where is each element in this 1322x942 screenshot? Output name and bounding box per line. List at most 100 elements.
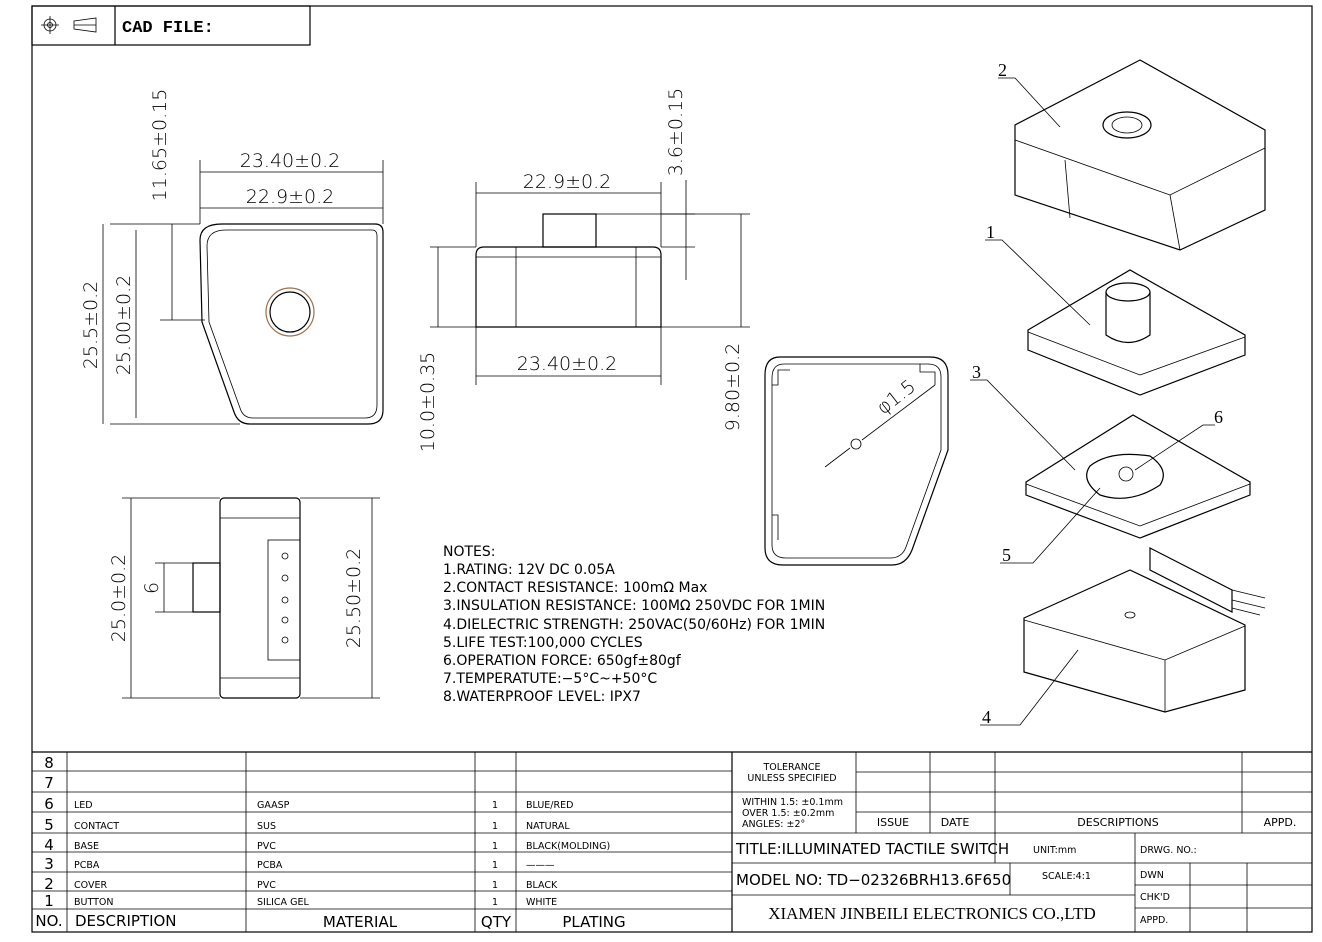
notes-title: NOTES:	[443, 544, 496, 560]
bom-material: SILICA GEL	[257, 897, 309, 908]
note-item: 4.DIELECTRIC STRENGTH: 250VAC(50/60Hz) F…	[443, 617, 825, 633]
exploded-view: 2 1 3 6 5 4	[970, 59, 1266, 727]
chkd-label: CHK'D	[1140, 892, 1170, 903]
part-base	[1023, 547, 1266, 713]
bottom-view: 25.0±0.2 6 25.50±0.2	[108, 497, 380, 699]
dim-front-height-right: 9.80±0.2	[722, 343, 744, 431]
note-item: 7.TEMPERATUTE:−5°C~+50°C	[443, 671, 657, 687]
bom-no: 4	[44, 836, 54, 854]
bom-material: GAASP	[257, 800, 290, 811]
bom-material: PVC	[257, 841, 276, 852]
part-cover	[1014, 59, 1266, 251]
bom-plating: BLUE/RED	[526, 800, 573, 811]
bom-header-material: MATERIAL	[323, 913, 398, 931]
unit-label: UNIT:mm	[1033, 845, 1076, 856]
bom-description: PCBA	[74, 860, 100, 871]
descriptions-header: DESCRIPTIONS	[1077, 816, 1158, 829]
bom-plating: BLACK(MOLDING)	[526, 841, 610, 852]
company-name: XIAMEN JINBEILI ELECTRONICS CO.,LTD	[768, 904, 1096, 923]
bom-description: CONTACT	[74, 821, 119, 832]
note-item: 1.RATING: 12V DC 0.05A	[443, 562, 615, 578]
projection-symbol-icon	[41, 16, 97, 34]
tolerance-line-1: TOLERANCE	[762, 762, 820, 773]
dim-front-height-left: 10.0±0.35	[417, 352, 439, 453]
bom-no: 7	[44, 774, 54, 792]
note-item: 3.INSULATION RESISTANCE: 100MΩ 250VDC FO…	[443, 598, 825, 614]
dim-bottom-height-right: 25.50±0.2	[343, 548, 365, 649]
bom-no: 6	[44, 795, 54, 813]
tolerance-line-2: UNLESS SPECIFIED	[747, 773, 836, 784]
dim-top-height-outer: 25.5±0.2	[80, 281, 102, 369]
appd-label: APPD.	[1140, 915, 1168, 926]
bom-row: 8	[44, 754, 54, 772]
dim-front-width-top: 22.9±0.2	[523, 171, 611, 193]
note-item: 6.OPERATION FORCE: 650gf±80gf	[443, 653, 682, 669]
dwn-label: DWN	[1140, 870, 1164, 881]
part-button	[1027, 269, 1246, 396]
bom-material: SUS	[257, 821, 276, 832]
dim-bottom-stub: 6	[141, 582, 163, 594]
tolerance-within: WITHIN 1.5: ±0.1mm	[742, 797, 843, 808]
date-header: DATE	[941, 816, 970, 829]
dim-top-offset: 11.65±0.15	[149, 89, 171, 202]
issue-header: ISSUE	[877, 816, 909, 829]
model-number: MODEL NO: TD−02326BRH13.6F650	[736, 871, 1011, 889]
bom-row: 3 PCBA PCBA 1 ———	[44, 855, 555, 873]
bom-description: BASE	[74, 841, 99, 852]
bom-material: PVC	[257, 880, 276, 891]
appd-rev-header: APPD.	[1264, 816, 1297, 829]
callout-2: 2	[998, 60, 1007, 80]
top-view: 23.40±0.2 22.9±0.2 11.65±0.15 25.5±0.2 2…	[80, 89, 384, 425]
bom-plating: NATURAL	[526, 821, 570, 832]
callout-6: 6	[1214, 407, 1223, 427]
bom-plating: BLACK	[526, 880, 558, 891]
sheet-border	[31, 5, 1313, 933]
bom-no: 3	[44, 855, 54, 873]
callout-4: 4	[982, 707, 991, 727]
note-item: 2.CONTACT RESISTANCE: 100mΩ Max	[443, 580, 707, 596]
callout-1: 1	[986, 222, 995, 242]
bom-header-no: NO.	[35, 912, 62, 930]
drwg-no-label: DRWG. NO.:	[1140, 845, 1197, 856]
bom-no: 2	[44, 875, 54, 893]
cad-file-label: CAD FILE:	[122, 19, 214, 38]
bom-qty: 1	[492, 860, 498, 871]
bom-header-row: NO. DESCRIPTION MATERIAL QTY PLATING	[35, 912, 625, 931]
dim-front-width-bottom: 23.40±0.2	[517, 353, 618, 375]
dim-front-button: 3.6±0.15	[665, 88, 687, 176]
notes: NOTES: 1.RATING: 12V DC 0.05A 2.CONTACT …	[443, 544, 825, 705]
bom-row: 7	[44, 774, 54, 792]
header-box: CAD FILE:	[31, 5, 311, 46]
bom-row: 2 COVER PVC 1 BLACK	[44, 875, 558, 893]
part-pcba	[1025, 414, 1251, 539]
bom-qty: 1	[492, 800, 498, 811]
bom-row: 5 CONTACT SUS 1 NATURAL	[44, 816, 570, 834]
dim-top-height-inner: 25.00±0.2	[113, 275, 135, 376]
tolerance-over: OVER 1.5: ±0.2mm	[742, 808, 834, 819]
note-item: 5.LIFE TEST:100,000 CYCLES	[443, 635, 643, 651]
bom-qty: 1	[492, 880, 498, 891]
callout-5: 5	[1002, 545, 1011, 565]
bom-row: 6 LED GAASP 1 BLUE/RED	[44, 795, 573, 813]
bom-header-plating: PLATING	[562, 913, 625, 931]
tolerance-angles: ANGLES: ±2°	[742, 819, 805, 830]
bom-plating: ———	[526, 860, 555, 871]
bom-description: COVER	[74, 880, 107, 891]
bom-qty: 1	[492, 821, 498, 832]
bom-plating: WHITE	[526, 897, 557, 908]
front-view: 22.9±0.2 23.40±0.2 3.6±0.15 10.0±0.35 9.…	[417, 88, 750, 452]
scale-label: SCALE:4:1	[1042, 871, 1091, 882]
bom-description: LED	[74, 800, 93, 811]
dim-bottom-height: 25.0±0.2	[108, 554, 130, 642]
bom-no: 5	[44, 816, 54, 834]
bom-header-qty: QTY	[481, 913, 512, 931]
bom-material: PCBA	[257, 860, 283, 871]
dim-hole-dia: φ1.5	[873, 375, 920, 419]
bom-qty: 1	[492, 897, 498, 908]
drawing-title: TITLE:ILLUMINATED TACTILE SWITCH	[735, 840, 1009, 858]
